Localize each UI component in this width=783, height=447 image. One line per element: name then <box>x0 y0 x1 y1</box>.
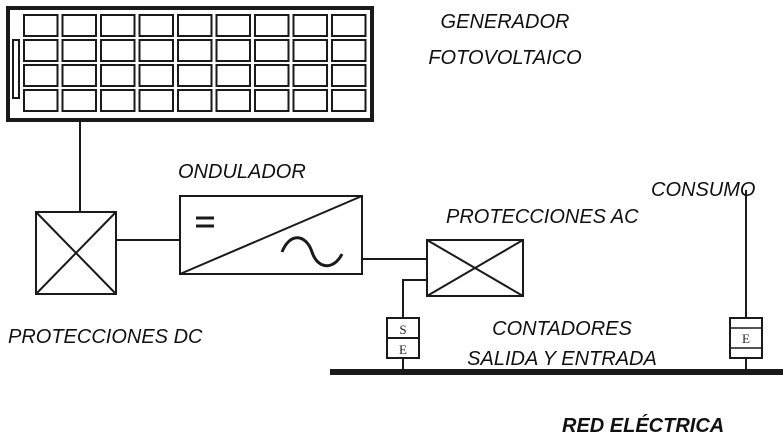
panel-cell <box>292 39 328 62</box>
panel-cell <box>100 64 136 87</box>
panel-cell <box>138 39 174 62</box>
generator-label-line2: FOTOVOLTAICO <box>428 47 582 69</box>
panel-cell <box>23 89 59 112</box>
ac-protection-cross-b <box>426 239 524 297</box>
generator-label-line1: GENERADOR <box>440 11 570 33</box>
ac-sine-symbol <box>280 236 344 268</box>
panel-cell <box>215 39 251 62</box>
ac-protections-label: PROTECCIONES AC <box>446 206 639 228</box>
meter-consumption: E <box>729 317 763 359</box>
meter-consumption-frame <box>729 317 763 359</box>
dc-protection-box <box>35 211 117 295</box>
meter-in-label: E <box>399 342 407 357</box>
meters-label-line1: CONTADORES <box>492 318 632 340</box>
panel-cell <box>61 89 97 112</box>
generator-label: GENERADOR FOTOVOLTAICO <box>400 10 610 70</box>
panel-cell <box>100 14 136 37</box>
inverter-diagonal <box>179 195 363 275</box>
panel-cell <box>23 39 59 62</box>
ac-protection-frame <box>426 239 524 297</box>
panel-cell <box>177 64 213 87</box>
panel-cell <box>177 39 213 62</box>
panel-cell <box>331 89 367 112</box>
panel-cell <box>23 64 59 87</box>
panel-cell <box>254 39 290 62</box>
panel-cell <box>215 14 251 37</box>
dc-protections-label: PROTECCIONES DC <box>8 326 203 348</box>
meters-label: CONTADORES SALIDA Y ENTRADA <box>452 317 672 371</box>
inverter-label: ONDULADOR <box>178 161 306 183</box>
panel-cell <box>61 14 97 37</box>
panel-cell <box>138 14 174 37</box>
panel-cell <box>292 14 328 37</box>
panel-cell <box>331 64 367 87</box>
panel-cell <box>215 64 251 87</box>
panel-cell <box>292 64 328 87</box>
meter-consumption-label: E <box>742 331 750 346</box>
inverter-box <box>179 195 363 275</box>
panel-cell <box>138 89 174 112</box>
consumption-label: CONSUMO <box>651 179 756 201</box>
meter-out-label: S <box>399 322 406 337</box>
panel-cell <box>331 14 367 37</box>
wiring <box>79 120 747 370</box>
panel-cell <box>61 64 97 87</box>
panel-cell <box>23 14 59 37</box>
panel-cell <box>215 89 251 112</box>
pv-generator-panel <box>6 6 374 122</box>
panel-junction-box <box>12 39 20 99</box>
panel-cell <box>254 14 290 37</box>
wire-ac-protection-to-meter <box>402 279 427 318</box>
panel-cell <box>292 89 328 112</box>
grid-label: RED ELÉCTRICA <box>562 415 725 437</box>
dc-protection-cross-b <box>35 211 117 295</box>
panel-cell <box>61 39 97 62</box>
meters-label-line2: SALIDA Y ENTRADA <box>467 348 657 370</box>
dc-protection-frame <box>35 211 117 295</box>
panel-cell <box>138 64 174 87</box>
panel-cell <box>177 14 213 37</box>
panel-cells <box>23 14 367 112</box>
panel-cell <box>177 89 213 112</box>
panel-cell <box>100 89 136 112</box>
meter-out-in: S E <box>386 317 420 359</box>
panel-cell <box>100 39 136 62</box>
inverter-frame <box>179 195 363 275</box>
ac-protection-box <box>426 239 524 297</box>
panel-cell <box>331 39 367 62</box>
panel-frame <box>6 6 374 122</box>
panel-cell <box>254 89 290 112</box>
panel-cell <box>254 64 290 87</box>
